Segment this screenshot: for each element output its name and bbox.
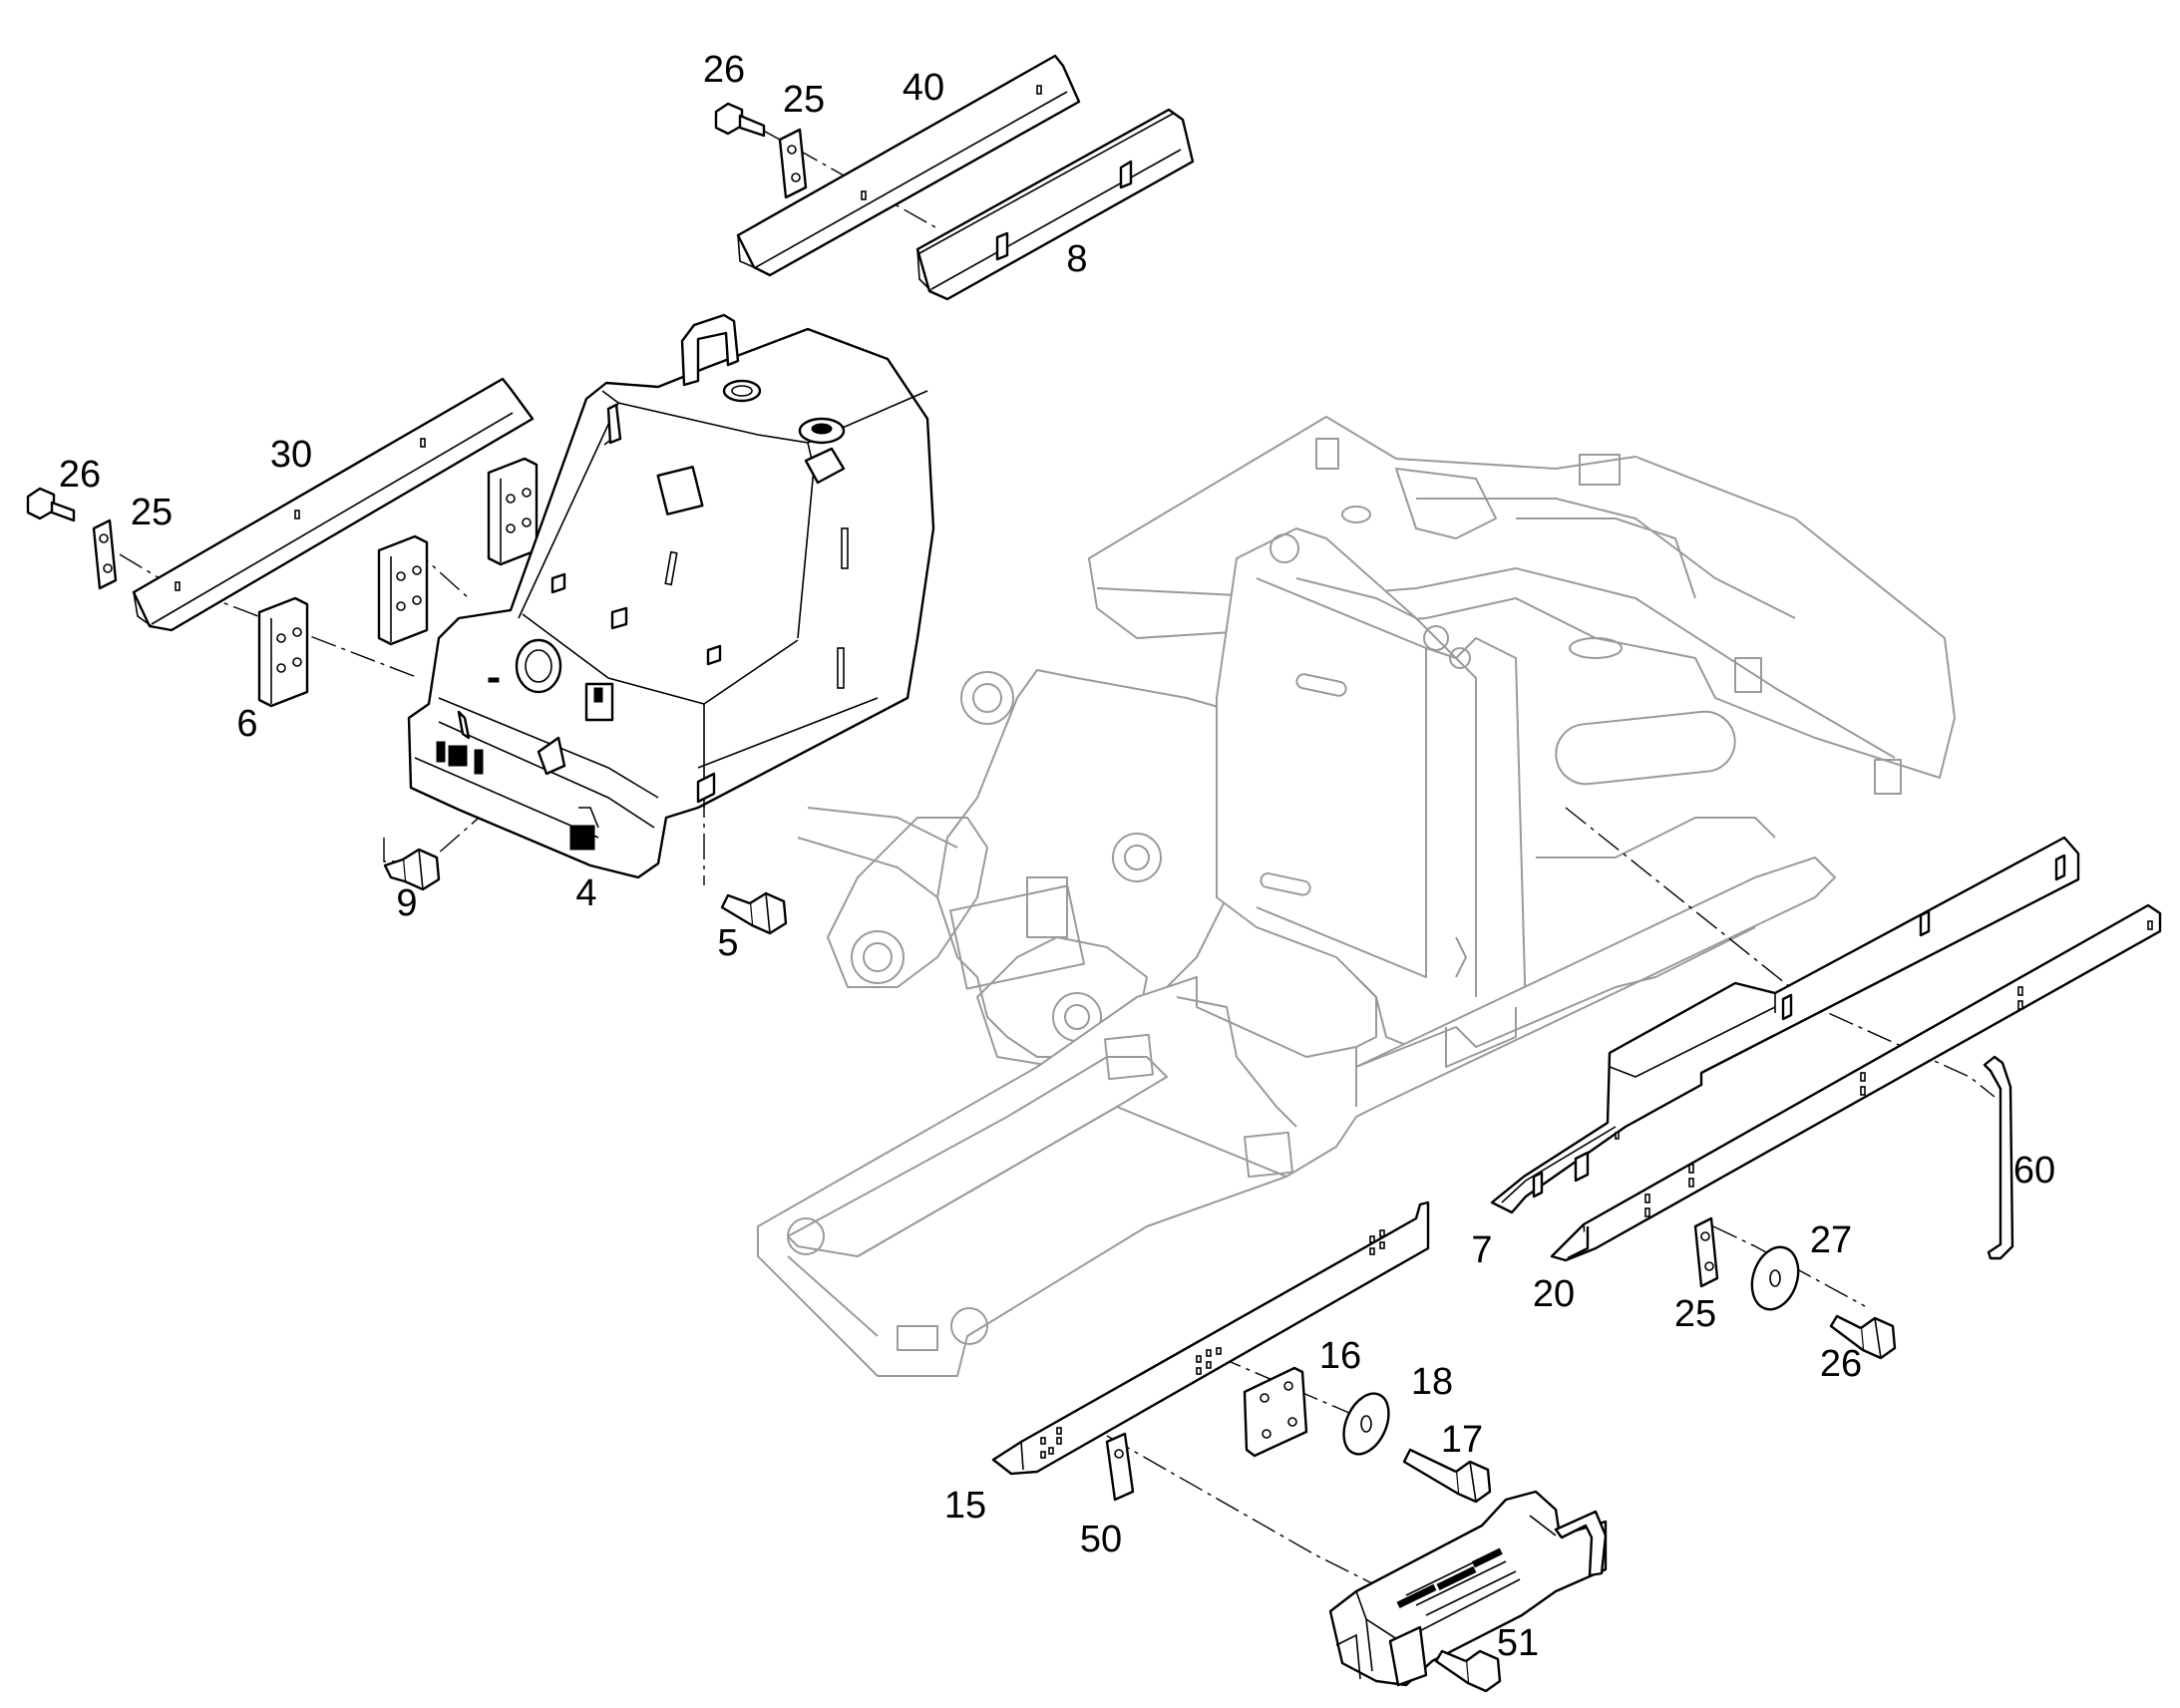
plate-25-top: [778, 128, 808, 199]
channel-rail-8: [915, 108, 1195, 301]
callout-9: 9: [396, 882, 417, 924]
bolt-26-left: [26, 487, 76, 522]
bracket-50: [1105, 1432, 1135, 1502]
bolt-26-right: [1829, 1314, 1897, 1360]
angle-bracket-40: [736, 54, 1081, 277]
hood-assembly-4: [407, 313, 935, 879]
step-assembly-51: [1328, 1490, 1608, 1693]
main-chassis-frame: [757, 416, 1956, 1377]
callout-16: 16: [1319, 1335, 1361, 1377]
side-rail-7: [1490, 836, 2080, 1214]
step-bar-15: [991, 1200, 1430, 1476]
callout-26: 26: [1820, 1343, 1862, 1385]
callout-18: 18: [1411, 1361, 1453, 1403]
bolt-17: [1402, 1448, 1492, 1504]
callout-5: 5: [717, 922, 738, 964]
clamp-plate-16: [1243, 1366, 1308, 1458]
callout-51: 51: [1497, 1622, 1539, 1664]
angle-bracket-30: [132, 377, 535, 632]
callout-25: 25: [783, 79, 825, 121]
callout-20: 20: [1533, 1273, 1575, 1315]
washer-27: [1750, 1245, 1800, 1311]
bolt-9: [383, 848, 441, 891]
callout-labels: 26 25 40 8 30 26 25 6 9 4 5 60 7 27 20 25 26 16 18 17 15 50 51: [59, 49, 2055, 1664]
side-angle-20: [1550, 903, 2162, 1262]
callout-50: 50: [1080, 1519, 1122, 1560]
callout-7: 7: [1471, 1229, 1492, 1271]
bolt-26-top: [714, 102, 766, 138]
callout-25: 25: [1674, 1293, 1716, 1335]
plate-25-left: [92, 518, 118, 590]
support-rod-60: [1983, 1055, 2014, 1260]
bolt-5: [720, 891, 788, 935]
callout-27: 27: [1810, 1219, 1852, 1261]
plate-25-right: [1693, 1216, 1719, 1288]
callout-40: 40: [903, 67, 944, 109]
callout-8: 8: [1066, 238, 1087, 280]
callout-6: 6: [236, 703, 257, 745]
washer-18: [1342, 1392, 1390, 1456]
callout-30: 30: [270, 434, 312, 476]
callout-26: 26: [703, 49, 745, 91]
callout-60: 60: [2013, 1150, 2055, 1192]
callout-25: 25: [131, 492, 173, 533]
callout-17: 17: [1441, 1419, 1483, 1461]
callout-26: 26: [59, 454, 101, 496]
callout-4: 4: [575, 872, 596, 914]
callout-15: 15: [944, 1485, 986, 1527]
